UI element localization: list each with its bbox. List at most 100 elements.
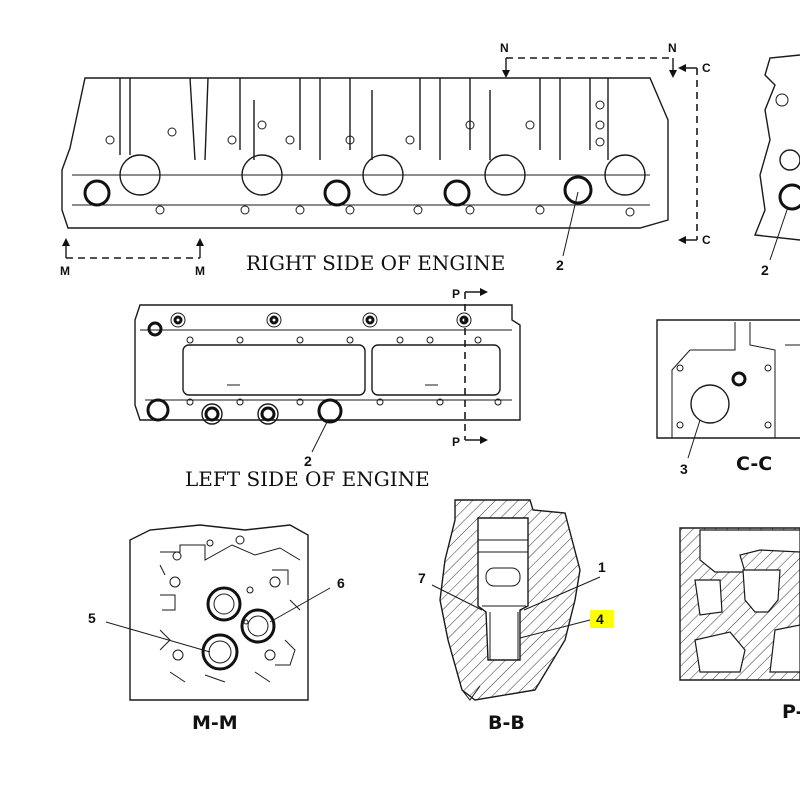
section-mm-dot	[243, 619, 249, 625]
section-n-mark-left: N	[500, 41, 509, 55]
right-side-title: RIGHT SIDE OF ENGINE	[246, 251, 505, 275]
left-top-plug-3	[269, 315, 279, 325]
left-bottom-port-1	[201, 403, 223, 425]
left-side-leader	[311, 419, 329, 453]
section-p-cavity-4	[769, 624, 800, 673]
left-top-plug-4	[365, 315, 375, 325]
section-c-legs	[683, 67, 697, 241]
top-right-port	[779, 149, 800, 171]
top-right-partial-view: 2	[754, 54, 800, 278]
left-side-callout: 2	[304, 453, 312, 469]
left-top-plug-5	[459, 315, 469, 325]
section-cc-hole-3	[764, 364, 772, 372]
right-plug-2	[323, 179, 351, 207]
left-side-head-outline	[134, 304, 521, 421]
section-bb-slot	[485, 567, 521, 587]
section-mm-hole-2	[206, 539, 214, 547]
section-cc-outline	[656, 319, 800, 439]
section-bb-callout-1: 1	[598, 559, 606, 575]
section-c-mark-top: C	[702, 61, 711, 75]
right-side-view: 2 RIGHT SIDE OF ENGINE N N C C M M	[60, 41, 711, 278]
right-plug-1	[83, 179, 111, 207]
section-bb-leader-1	[523, 576, 601, 611]
section-bb-title: B-B	[488, 712, 525, 734]
right-side-fins	[119, 77, 609, 161]
section-mm-seal-bottom	[201, 633, 239, 671]
top-right-callout: 2	[761, 262, 769, 278]
section-cc-hole-2	[676, 421, 684, 429]
section-mm-hole-5	[269, 576, 281, 588]
section-cc-title: C-C	[736, 453, 772, 475]
right-port-3	[362, 154, 404, 196]
section-mm-view: 5 6 M-M	[88, 524, 345, 734]
section-mm-callout-5: 5	[88, 610, 96, 626]
section-p-mark-bottom: P	[452, 435, 460, 449]
section-bb-sleeve-lines	[478, 539, 528, 660]
section-m-mark-left: M	[60, 264, 70, 278]
section-p-title: P-	[782, 701, 800, 723]
section-mm-outline	[129, 524, 309, 701]
section-m-arrows	[62, 238, 204, 246]
section-p-cavity-1	[699, 529, 800, 573]
right-plug-4	[563, 175, 593, 205]
section-bb-callout-7: 7	[418, 570, 426, 586]
left-top-boss-2	[266, 312, 282, 328]
left-top-boss-1	[170, 312, 186, 328]
section-n-mark-right: N	[668, 41, 677, 55]
section-c-arrows	[678, 64, 686, 244]
top-right-leader	[769, 206, 789, 261]
right-plug-3	[443, 179, 471, 207]
section-bb-leader-7	[431, 584, 483, 611]
left-top-plug-1	[147, 321, 163, 337]
section-cc-plug	[690, 384, 730, 424]
section-p-cavity-2	[694, 579, 723, 616]
section-bb-view: 7 1 4 B-B	[418, 499, 614, 734]
left-top-plug-2	[173, 315, 183, 325]
section-mm-seal-top-inner	[213, 593, 235, 615]
section-p-cavity-3	[694, 631, 746, 673]
right-port-4	[484, 154, 526, 196]
section-mm-seal-top	[206, 586, 242, 622]
left-side-view: P P 2 LEFT SIDE OF ENGINE	[134, 287, 521, 491]
section-cc-small-plug	[731, 371, 747, 387]
section-bb-leader-4	[519, 619, 591, 639]
section-n-arrows	[502, 70, 677, 78]
section-p-mark-top: P	[452, 287, 460, 301]
left-panel-1	[182, 344, 366, 396]
section-cc-leader	[687, 419, 701, 459]
section-mm-title: M-M	[192, 712, 238, 734]
right-side-bolt-holes	[105, 100, 635, 217]
section-mm-callout-6: 6	[337, 575, 345, 591]
section-mm-seal-bottom-inner	[208, 640, 232, 664]
left-bottom-plug-1	[146, 398, 170, 422]
section-p-view: P-	[679, 527, 800, 723]
right-side-head-outline	[61, 77, 669, 229]
right-port-1	[119, 154, 161, 196]
section-n-legs	[505, 58, 674, 74]
section-mm-hole-3	[235, 535, 245, 545]
section-cc-view: 3 C-C	[656, 319, 800, 477]
left-panel-2	[371, 344, 501, 396]
top-right-hole	[775, 93, 789, 107]
section-mm-leader-6	[269, 587, 331, 623]
section-mm-top-detail	[160, 544, 301, 561]
right-port-5	[604, 154, 646, 196]
section-m-mark-right: M	[195, 264, 205, 278]
left-bottom-plug-4	[317, 398, 343, 424]
section-cc-hole-1	[676, 364, 684, 372]
section-cc-inner	[671, 322, 800, 438]
left-bottom-port-2	[257, 403, 279, 425]
right-side-callout: 2	[556, 257, 564, 273]
left-bottom-plug-2	[204, 406, 220, 422]
right-side-flange	[72, 174, 650, 206]
right-port-2	[241, 154, 283, 196]
section-mm-seal-right	[240, 608, 276, 644]
section-mm-hole-1	[172, 551, 182, 561]
section-mm-hole-4	[169, 576, 181, 588]
section-c-mark-bottom: C	[702, 233, 711, 247]
section-mm-hole-7	[264, 649, 276, 661]
section-mm-seal-right-inner	[247, 615, 269, 637]
section-p-nozzle	[742, 569, 781, 613]
top-right-plug	[778, 183, 800, 211]
